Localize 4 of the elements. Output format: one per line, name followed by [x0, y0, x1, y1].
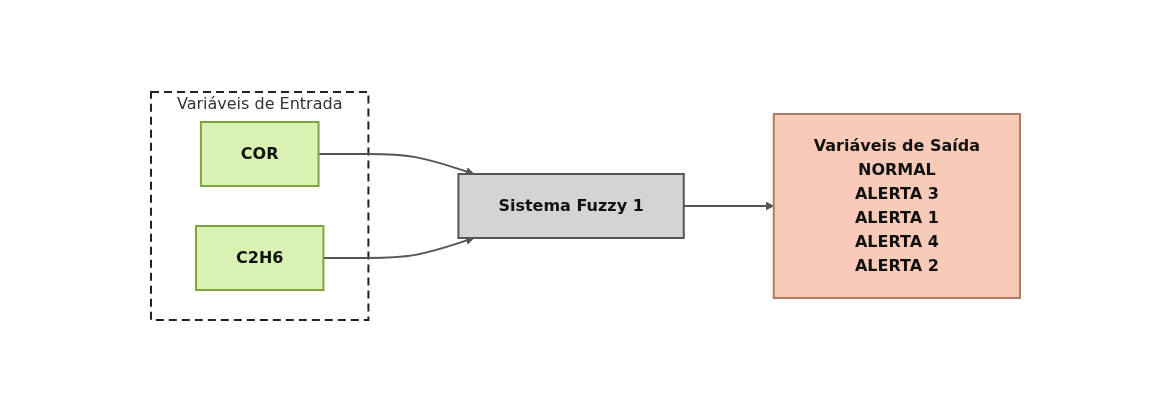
node-box: Sistema Fuzzy 1: [457, 173, 685, 239]
node-box: C2H6: [195, 225, 325, 291]
node-box: Variáveis de Saída NORMAL ALERTA 3 ALERTA 1 ALERTA 4 ALERTA 2: [772, 113, 1021, 299]
node-box: COR: [199, 121, 320, 187]
